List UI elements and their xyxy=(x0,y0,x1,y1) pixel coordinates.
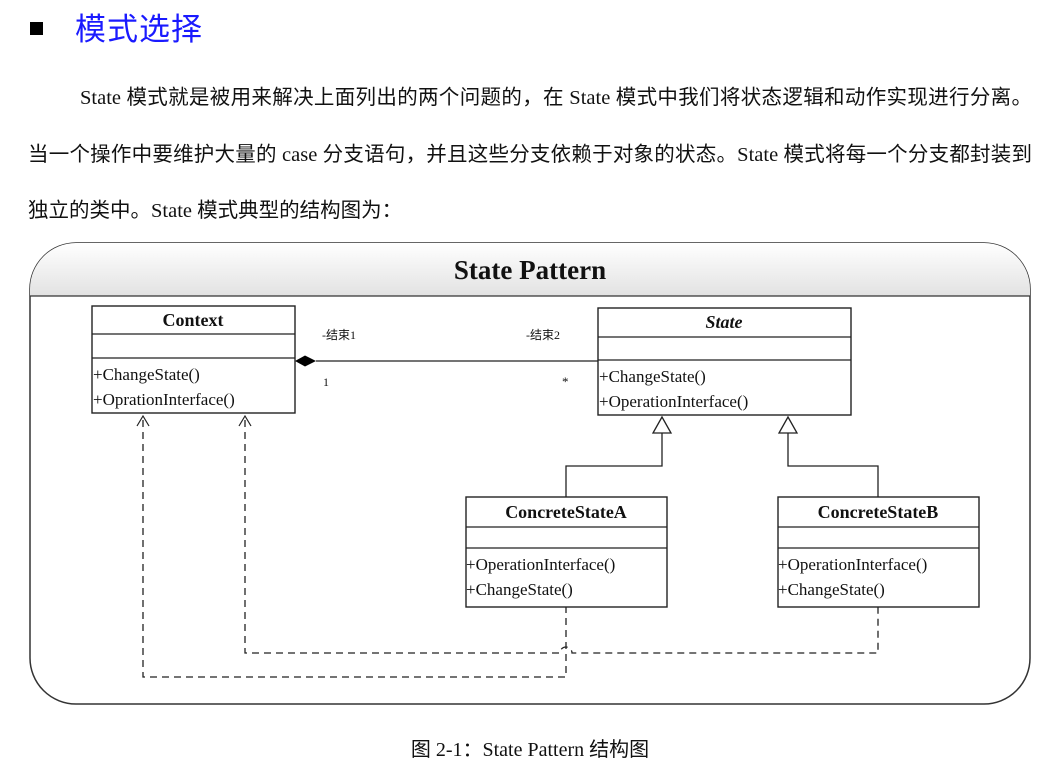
section-heading: 模式选择 xyxy=(30,4,203,48)
class-concrete-state-b: ConcreteStateB +OperationInterface() +Ch… xyxy=(777,496,980,608)
class-concrete-state-a: ConcreteStateA +OperationInterface() +Ch… xyxy=(465,496,668,608)
association-end2-label: -结束2 xyxy=(526,328,560,342)
class-concrete-state-b-method: +OperationInterface() xyxy=(778,555,927,574)
inheritance-triangle-icon xyxy=(651,415,673,434)
section-title: 模式选择 xyxy=(75,11,203,48)
open-arrow-icon xyxy=(136,414,150,427)
association-end1-label: -结束1 xyxy=(322,328,356,342)
dependency-lines xyxy=(142,420,879,678)
generalization-line-b xyxy=(787,433,879,497)
class-state: State +ChangeState() +OperationInterface… xyxy=(597,307,852,416)
class-concrete-state-a-method: +ChangeState() xyxy=(466,580,573,599)
dependency-line-b xyxy=(244,420,879,654)
class-state-name: State xyxy=(705,312,742,332)
generalization-lines xyxy=(565,433,879,497)
association-end2-multiplicity: * xyxy=(562,374,569,389)
diagram-header-bg xyxy=(30,243,1030,296)
association-end1-multiplicity: 1 xyxy=(323,375,329,389)
class-concrete-state-b-method: +ChangeState() xyxy=(778,580,885,599)
class-context-name: Context xyxy=(163,310,224,330)
black-square-bullet-icon xyxy=(30,21,43,35)
body-paragraph: State 模式就是被用来解决上面列出的两个问题的，在 State 模式中我们将… xyxy=(28,70,1032,240)
class-concrete-state-b-name: ConcreteStateB xyxy=(818,502,939,522)
class-concrete-state-a-method: +OperationInterface() xyxy=(466,555,615,574)
diagram-title: State Pattern xyxy=(454,255,606,285)
figure-caption: 图 2-1：State Pattern 结构图 xyxy=(410,739,650,761)
aggregation-diamond-icon xyxy=(295,355,316,367)
dependency-line-a xyxy=(142,420,567,678)
class-state-method: +OperationInterface() xyxy=(599,392,748,411)
class-context-method: +OprationInterface() xyxy=(93,390,235,409)
open-arrow-icon xyxy=(238,414,252,427)
class-state-method: +ChangeState() xyxy=(599,367,706,386)
class-context-method: +ChangeState() xyxy=(93,365,200,384)
dependency-arrowheads xyxy=(136,414,252,427)
class-context: Context +ChangeState() +OprationInterfac… xyxy=(91,305,296,414)
class-concrete-state-a-name: ConcreteStateA xyxy=(505,502,627,522)
generalization-line-a xyxy=(565,433,663,497)
body-paragraph-text: State 模式就是被用来解决上面列出的两个问题的，在 State 模式中我们将… xyxy=(28,87,1032,222)
inheritance-triangle-icon xyxy=(777,415,799,434)
